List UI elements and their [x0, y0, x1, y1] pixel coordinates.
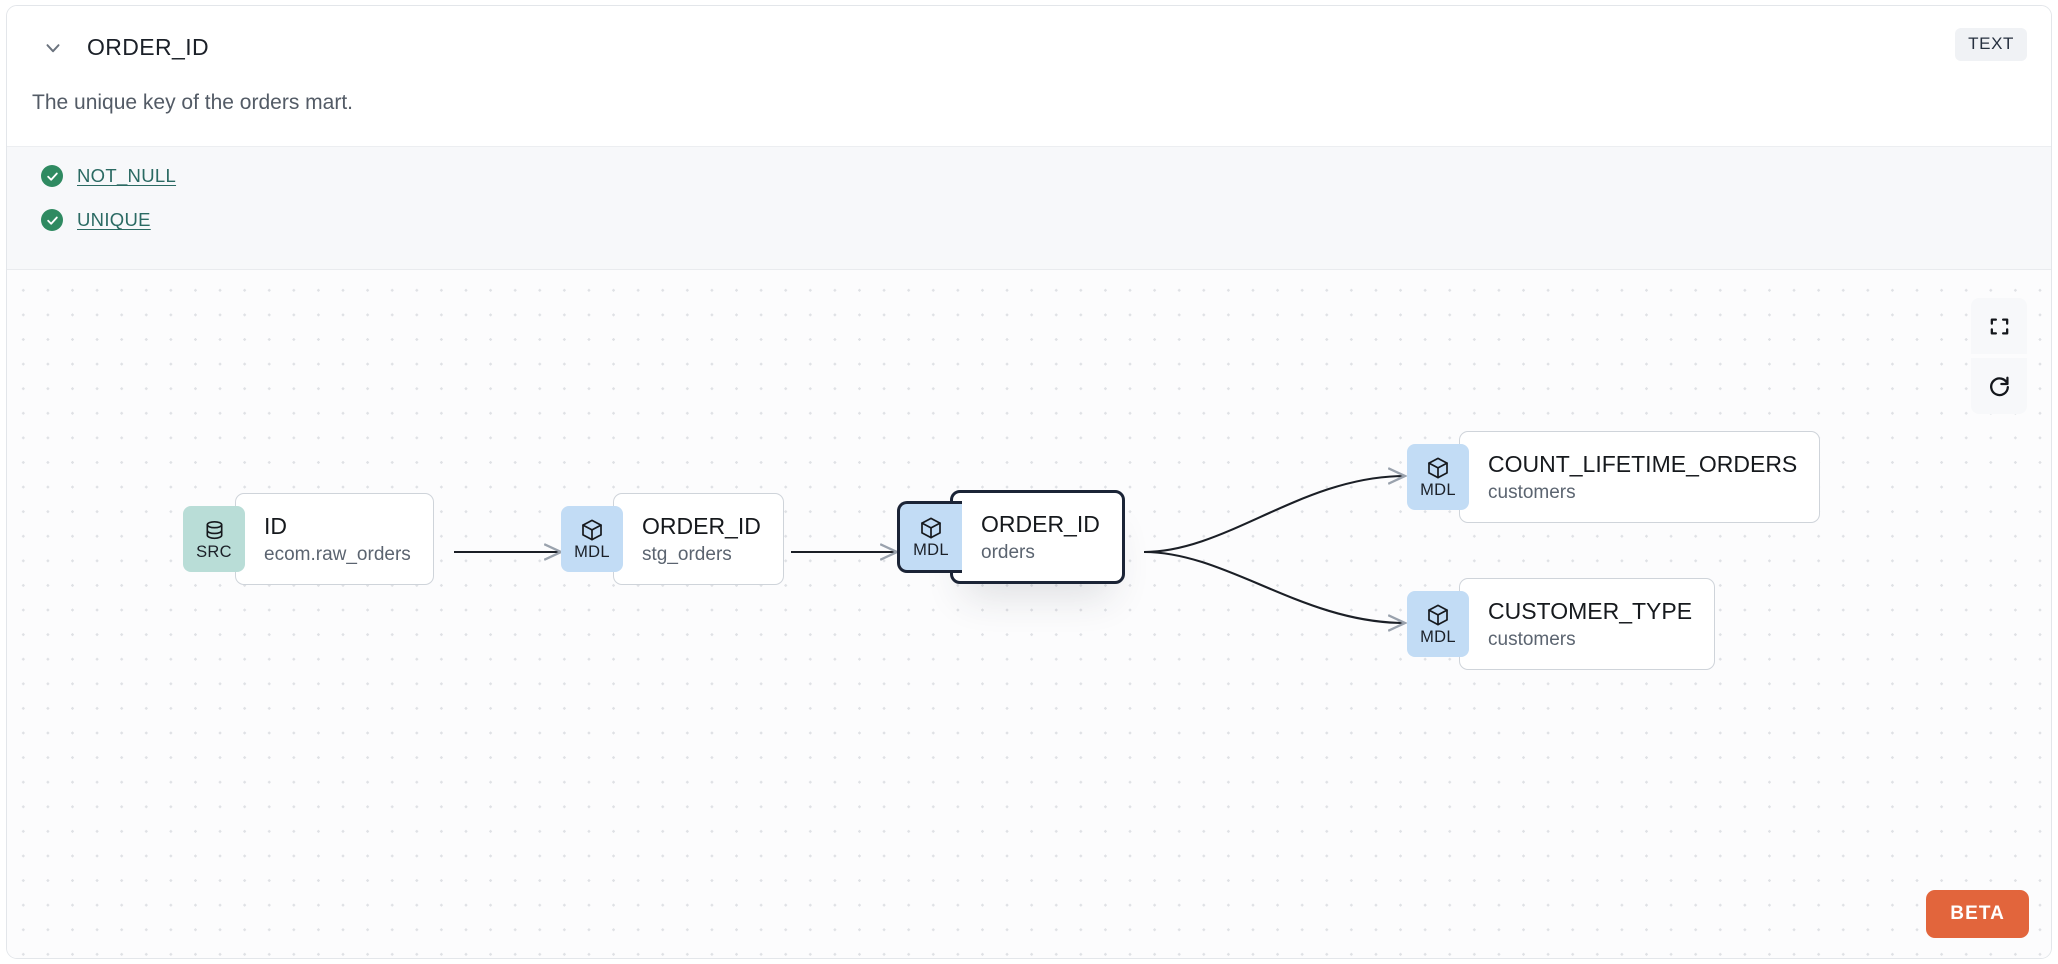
- node-card: COUNT_LIFETIME_ORDERS customers: [1459, 431, 1821, 523]
- lineage-node-orders-selected[interactable]: MDL ORDER_ID orders: [897, 490, 1125, 584]
- canvas-controls: [1971, 298, 2027, 414]
- node-card: ORDER_ID orders: [950, 490, 1125, 584]
- chevron-down-icon[interactable]: [41, 36, 65, 60]
- node-column-name: CUSTOMER_TYPE: [1488, 597, 1693, 624]
- edge-orders-to-count-lifetime: [1143, 476, 1405, 554]
- node-badge-src: SRC: [183, 506, 245, 572]
- lineage-node-customer-type[interactable]: MDL CUSTOMER_TYPE customers: [1407, 578, 1716, 670]
- node-card: CUSTOMER_TYPE customers: [1459, 578, 1716, 670]
- test-item-unique[interactable]: UNIQUE: [41, 209, 151, 231]
- page-title: ORDER_ID: [87, 34, 210, 60]
- panel-header: ORDER_ID TEXT The unique key of the orde…: [7, 6, 2051, 146]
- node-column-name: ID: [264, 512, 287, 539]
- edge-orders-to-customer-type: [1143, 550, 1405, 623]
- node-model-name: orders: [981, 542, 1035, 564]
- node-column-name: ORDER_ID: [981, 510, 1100, 537]
- test-link-label[interactable]: UNIQUE: [77, 209, 151, 230]
- cube-icon: [1426, 455, 1450, 481]
- test-link-label[interactable]: NOT_NULL: [77, 165, 177, 186]
- node-model-name: customers: [1488, 629, 1576, 651]
- node-badge-mdl: MDL: [1407, 444, 1469, 510]
- node-badge-label: MDL: [1420, 628, 1456, 647]
- refresh-icon: [1987, 374, 2012, 399]
- fit-view-button[interactable]: [1971, 298, 2027, 354]
- database-icon: [203, 517, 226, 543]
- node-model-name: customers: [1488, 482, 1576, 504]
- node-model-name: stg_orders: [642, 544, 732, 566]
- cube-icon: [919, 515, 943, 541]
- title-row: ORDER_ID: [41, 34, 209, 61]
- lineage-node-stg-orders[interactable]: MDL ORDER_ID stg_orders: [561, 493, 784, 585]
- node-column-name: ORDER_ID: [642, 512, 761, 539]
- reset-view-button[interactable]: [1971, 358, 2027, 414]
- node-badge-label: MDL: [1420, 481, 1456, 500]
- lineage-node-src-id[interactable]: SRC ID ecom.raw_orders: [183, 493, 434, 585]
- node-column-name: COUNT_LIFETIME_ORDERS: [1488, 450, 1798, 477]
- node-model-name: ecom.raw_orders: [264, 544, 411, 566]
- check-circle-icon: [41, 165, 63, 187]
- cube-icon: [580, 517, 604, 543]
- node-badge-label: MDL: [574, 543, 610, 562]
- node-badge-label: MDL: [913, 541, 949, 560]
- node-card: ORDER_ID stg_orders: [613, 493, 784, 585]
- node-badge-mdl: MDL: [1407, 591, 1469, 657]
- node-badge-mdl: MDL: [897, 501, 962, 573]
- beta-badge: BETA: [1926, 890, 2029, 938]
- column-type-badge: TEXT: [1955, 28, 2027, 61]
- test-item-not-null[interactable]: NOT_NULL: [41, 165, 176, 187]
- lineage-edges: [454, 270, 2051, 958]
- check-circle-icon: [41, 209, 63, 231]
- column-description: The unique key of the orders mart.: [32, 91, 353, 114]
- cube-icon: [1426, 602, 1450, 628]
- node-badge-label: SRC: [196, 543, 232, 562]
- lineage-canvas[interactable]: SRC ID ecom.raw_orders MDL ORDE: [7, 270, 2051, 958]
- node-badge-mdl: MDL: [561, 506, 623, 572]
- lineage-node-count-lifetime-orders[interactable]: MDL COUNT_LIFETIME_ORDERS customers: [1407, 431, 1821, 523]
- node-card: ID ecom.raw_orders: [235, 493, 434, 585]
- tests-section: NOT_NULL UNIQUE: [7, 146, 2051, 270]
- column-detail-panel: ORDER_ID TEXT The unique key of the orde…: [6, 5, 2052, 959]
- fit-view-icon: [1988, 315, 2011, 338]
